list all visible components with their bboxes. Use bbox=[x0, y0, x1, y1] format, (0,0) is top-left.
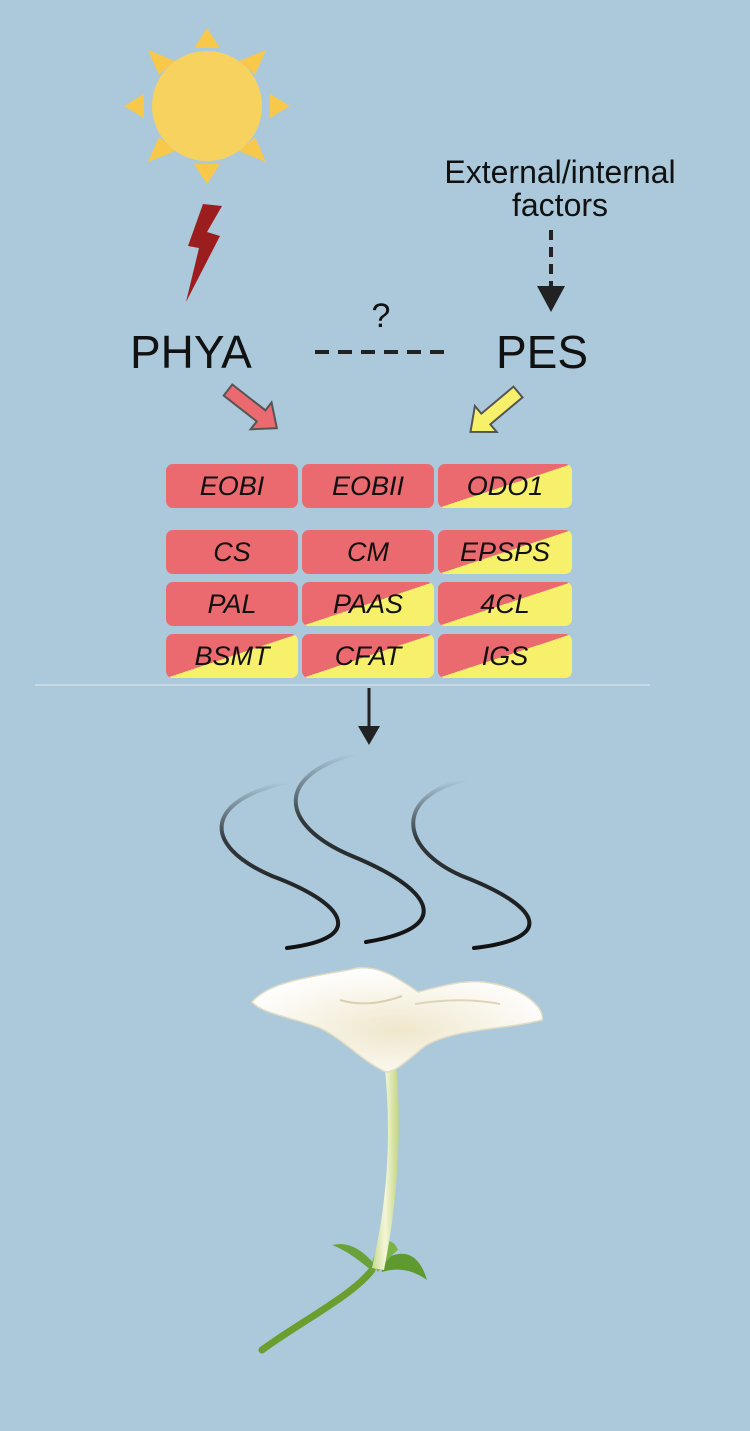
gene-label: IGS bbox=[481, 640, 529, 671]
scent-waves-icon bbox=[219, 752, 532, 950]
gene-label: BSMT bbox=[194, 640, 270, 671]
gene-label: PAL bbox=[207, 588, 257, 619]
factors-label-line1: External/internal bbox=[444, 154, 676, 190]
gene-box-cm: CM bbox=[302, 530, 434, 574]
gene-box-eobi: EOBI bbox=[166, 464, 298, 508]
flower-leaf bbox=[380, 1253, 427, 1280]
gene-box-cfat: CFAT bbox=[302, 634, 434, 678]
gene-label: 4CL bbox=[480, 588, 530, 619]
sun-ray bbox=[194, 164, 220, 184]
gene-label: EOBI bbox=[199, 470, 265, 501]
petunia-flower-icon bbox=[251, 967, 543, 1354]
gene-box-4cl: 4CL bbox=[438, 582, 572, 626]
factors-label: External/internal factors bbox=[420, 156, 700, 222]
output-arrow bbox=[358, 688, 380, 745]
gene-box-epsps: EPSPS bbox=[438, 530, 572, 574]
phya-label: PHYA bbox=[130, 326, 252, 378]
factors-label-line2: factors bbox=[511, 187, 609, 223]
gene-box-paas: PAAS bbox=[302, 582, 434, 626]
scent-wave bbox=[294, 752, 426, 944]
sun-rays bbox=[124, 28, 290, 184]
pes-arrow bbox=[469, 385, 524, 434]
scent-wave bbox=[219, 780, 340, 950]
question-mark-label: ? bbox=[371, 297, 391, 335]
factors-arrow bbox=[537, 230, 565, 312]
sun-ray bbox=[148, 50, 175, 75]
flower-leaf bbox=[332, 1244, 375, 1272]
scent-wave bbox=[411, 778, 532, 950]
gene-label: PAAS bbox=[332, 588, 404, 619]
gene-label: CM bbox=[347, 536, 389, 567]
gene-box-pal: PAL bbox=[166, 582, 298, 626]
sun-ray bbox=[239, 137, 266, 162]
flower-stem bbox=[258, 1266, 376, 1354]
sun-ray bbox=[148, 137, 175, 162]
sun-ray bbox=[194, 28, 220, 48]
lightning-icon bbox=[186, 204, 222, 302]
pes-label: PES bbox=[496, 326, 589, 378]
gene-label: CFAT bbox=[334, 640, 402, 671]
sun-ray bbox=[270, 94, 290, 118]
gene-box-bsmt: BSMT bbox=[166, 634, 298, 678]
sun-ray bbox=[239, 50, 266, 75]
flower-tube bbox=[372, 1060, 399, 1270]
gene-box-cs: CS bbox=[166, 530, 298, 574]
flower-petals bbox=[251, 967, 543, 1073]
gene-label: EPSPS bbox=[459, 536, 551, 567]
sun-icon bbox=[124, 28, 290, 184]
gene-box-igs: IGS bbox=[438, 634, 572, 678]
phya-arrow bbox=[222, 383, 279, 431]
sun-ray bbox=[124, 94, 144, 118]
gene-box-eobii: EOBII bbox=[302, 464, 434, 508]
gene-label: ODO1 bbox=[466, 470, 544, 501]
gene-label: EOBII bbox=[331, 470, 405, 501]
sun-disc bbox=[152, 51, 262, 161]
gene-label: CS bbox=[213, 536, 251, 567]
gene-box-odo1: ODO1 bbox=[438, 464, 572, 508]
